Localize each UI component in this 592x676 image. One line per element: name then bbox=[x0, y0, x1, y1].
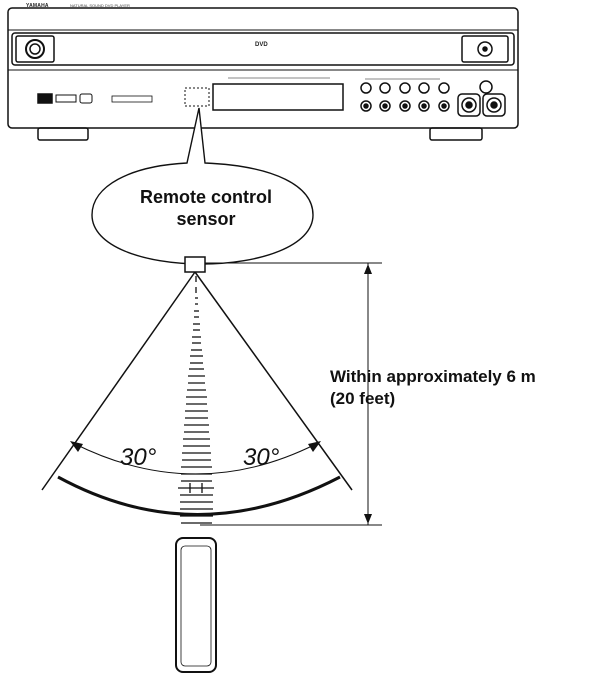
open-close-button bbox=[477, 41, 493, 57]
sensor-label-line2: sensor bbox=[176, 209, 236, 229]
angle-arc bbox=[74, 443, 317, 475]
sensor-label: Remote control sensor bbox=[100, 186, 312, 230]
range-arc bbox=[57, 475, 341, 516]
cone-left-edge bbox=[41, 271, 196, 491]
remote-control bbox=[175, 537, 217, 673]
device-brand: YAMAHA bbox=[26, 3, 49, 9]
power-button bbox=[25, 39, 45, 59]
angle-left-label: 30° bbox=[120, 444, 157, 471]
sensor-label-line1: Remote control bbox=[139, 187, 272, 207]
disc-logo: DVD bbox=[255, 42, 268, 48]
distance-dimension bbox=[200, 262, 382, 526]
distance-label: Within approximately 6 m (20 feet) bbox=[330, 366, 536, 410]
left-foot bbox=[37, 127, 89, 141]
sensor-window bbox=[184, 87, 210, 107]
center-marker bbox=[178, 483, 214, 493]
distance-label-line2: (20 feet) bbox=[330, 389, 396, 408]
sensor-square bbox=[184, 256, 206, 273]
dvd-player bbox=[7, 7, 519, 141]
angle-right-label: 30° bbox=[243, 444, 280, 471]
center-beam bbox=[180, 276, 213, 524]
cone-right-edge bbox=[194, 271, 353, 491]
front-display bbox=[212, 83, 344, 111]
distance-label-line1: Within approximately 6 m bbox=[330, 367, 536, 386]
device-model-text: NATURAL SOUND DVD PLAYER bbox=[70, 3, 130, 8]
angle-arrow-right bbox=[308, 441, 321, 452]
player-body bbox=[7, 7, 519, 129]
disc-tray bbox=[11, 32, 515, 66]
angle-arrow-left bbox=[70, 441, 83, 452]
right-foot bbox=[429, 127, 483, 141]
